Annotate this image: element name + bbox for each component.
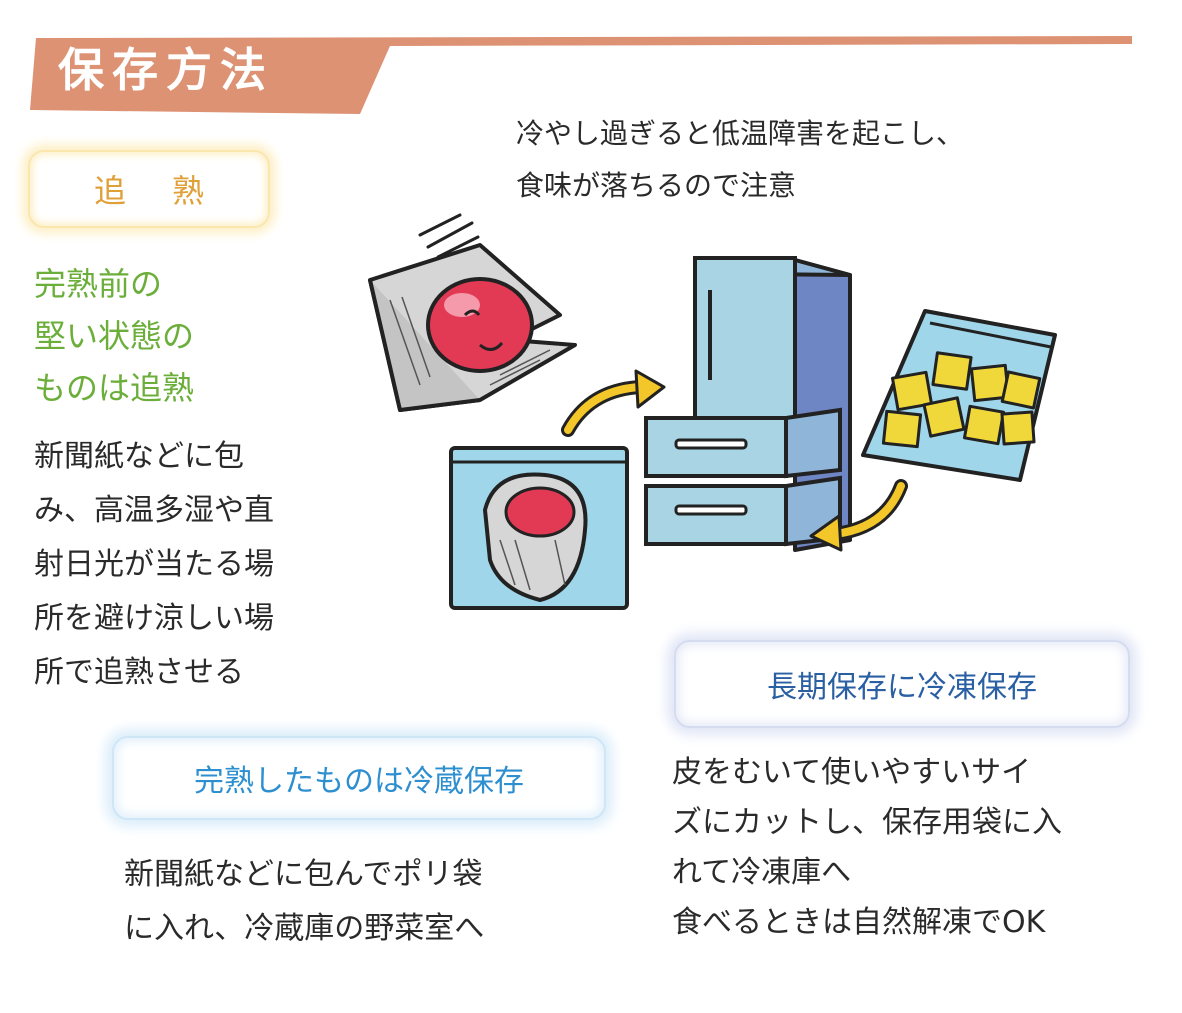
caution-text: 冷やし過ぎると低温障害を起こし、 食味が落ちるので注意 xyxy=(516,108,964,212)
refrigerate-body: 新聞紙などに包んでポリ袋 に入れ、冷蔵庫の野菜室へ xyxy=(124,848,484,956)
page-title: 保存方法 xyxy=(58,43,274,97)
body-line: れて冷凍庫へ xyxy=(672,855,852,890)
body-line: 所で追熟させる xyxy=(34,655,244,690)
ripening-highlight: 完熟前の 堅い状態の ものは追熟 xyxy=(34,258,194,414)
body-line: 新聞紙などに包んでポリ袋 xyxy=(124,857,483,892)
arrow-icon xyxy=(561,369,666,437)
refrigerator-icon xyxy=(644,256,852,552)
body-line: 所を避け涼しい場 xyxy=(34,601,274,636)
highlight-line: 堅い状態の xyxy=(34,317,195,355)
body-line: に入れ、冷蔵庫の野菜室へ xyxy=(124,911,485,946)
caution-line: 食味が落ちるので注意 xyxy=(516,169,797,202)
header-banner xyxy=(30,36,1132,114)
body-line: ズにカットし、保存用袋に入 xyxy=(672,805,1062,840)
body-line: 新聞紙などに包 xyxy=(34,439,244,474)
caution-line: 冷やし過ぎると低温障害を起こし、 xyxy=(516,117,965,150)
frozen-mango-bag-icon xyxy=(861,309,1057,482)
highlight-line: ものは追熟 xyxy=(34,369,195,407)
freeze-label: 長期保存に冷凍保存 xyxy=(674,640,1130,728)
highlight-line: 完熟前の xyxy=(34,265,163,303)
ripening-body: 新聞紙などに包 み、高温多湿や直 射日光が当たる場 所を避け涼しい場 所で追熟さ… xyxy=(34,430,274,700)
wrapped-mango-icon xyxy=(368,213,577,412)
body-line: 皮をむいて使いやすいサイ xyxy=(672,755,1032,790)
body-line: 射日光が当たる場 xyxy=(34,547,274,582)
body-line: み、高温多湿や直 xyxy=(34,493,274,528)
ripening-label: 追熟 xyxy=(28,150,270,228)
bagged-mango-icon xyxy=(449,446,629,610)
refrigerate-label: 完熟したものは冷蔵保存 xyxy=(112,736,606,820)
arrow-icon xyxy=(809,479,908,552)
freeze-body: 皮をむいて使いやすいサイ ズにカットし、保存用袋に入 れて冷凍庫へ 食べるときは… xyxy=(672,748,1062,948)
body-line: 食べるときは自然解凍でOK xyxy=(672,905,1046,940)
